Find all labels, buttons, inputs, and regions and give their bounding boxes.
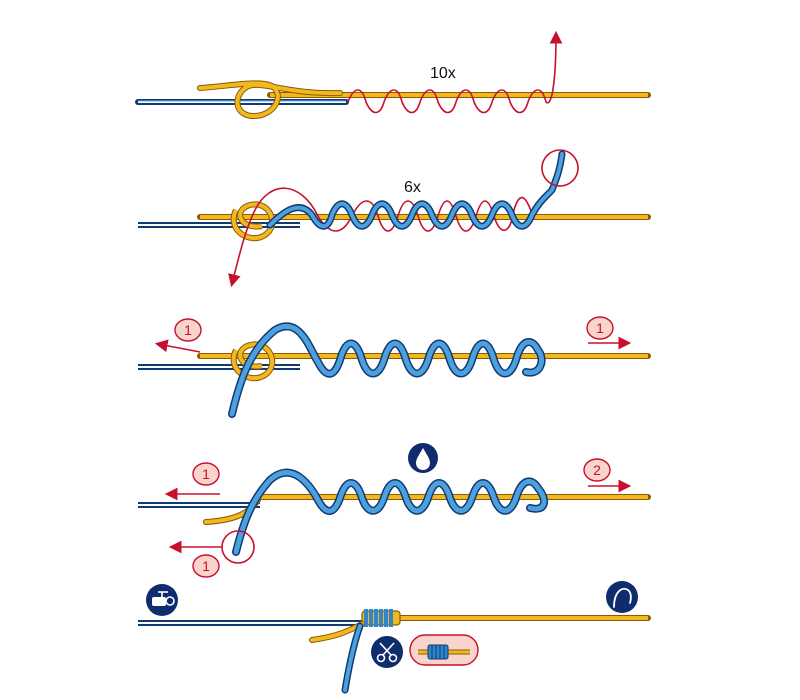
finished-knot-coil [361, 609, 401, 627]
step-4: 1 2 1 [138, 443, 651, 578]
water-drop-icon [408, 443, 438, 473]
yellow-loop-knot-step1 [197, 80, 343, 119]
wrap-count-label-step2: 6x [404, 179, 421, 196]
blue-wrap-path-step3 [229, 324, 544, 417]
step-badge-s4-bottom: 1 [192, 554, 220, 578]
wrap-count-label-step1: 10x [430, 65, 456, 82]
svg-text:1: 1 [184, 322, 192, 338]
highlight-circle-step2 [541, 149, 579, 187]
step-badge-s4-right: 2 [583, 458, 611, 482]
scissors-icon [371, 636, 403, 668]
fishing-hook-icon [606, 581, 638, 613]
pull-arrow-left-step3 [154, 339, 201, 353]
step-1: 10x [135, 30, 651, 119]
svg-text:1: 1 [202, 558, 210, 574]
blue-wrap-path-step2 [268, 152, 564, 229]
spinning-reel-icon [146, 584, 178, 616]
step-badge-s3-left: 1 [174, 318, 202, 342]
blue-wrap-path-step4 [233, 470, 547, 555]
trimmed-knot-inset [409, 634, 479, 666]
blue-wrap-path-step3-outline [228, 322, 546, 418]
svg-text:2: 2 [593, 462, 601, 478]
red-wrap-path-step1 [347, 30, 563, 114]
blue-tag-end-step5-fill [343, 624, 362, 692]
step-badge-s4-left: 1 [192, 462, 220, 486]
step-2: 6x [138, 149, 651, 288]
yellow-loop-knot-step2 [230, 201, 276, 242]
step-3: 1 1 [138, 316, 651, 418]
svg-text:1: 1 [202, 466, 210, 482]
svg-text:1: 1 [596, 320, 604, 336]
step-badge-s3-right: 1 [586, 316, 614, 340]
step-5 [138, 581, 651, 694]
